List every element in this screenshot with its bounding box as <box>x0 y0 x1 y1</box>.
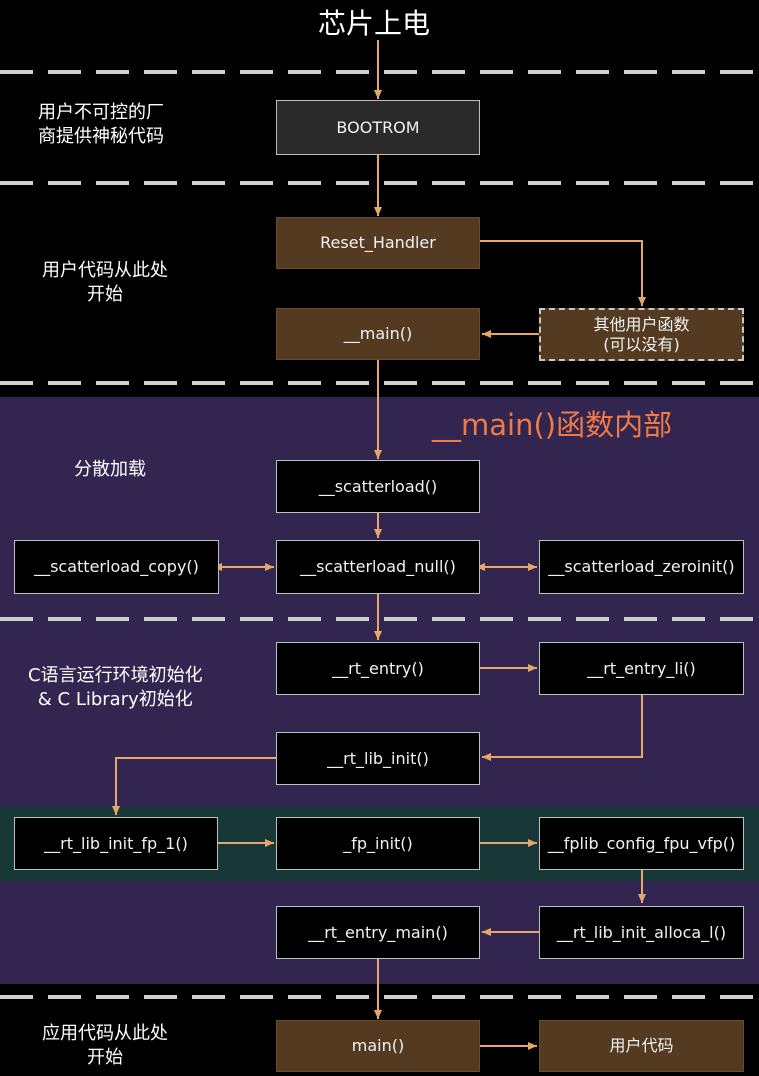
arrow-li-to-lib-init <box>482 694 643 761</box>
separator-4 <box>0 617 759 621</box>
rt-entry-main-box: __rt_entry_main() <box>276 906 480 959</box>
bootrom-box: BOOTROM <box>276 100 480 155</box>
user-code-box: 用户代码 <box>539 1020 744 1072</box>
rt-entry-box: __rt_entry() <box>276 642 480 695</box>
main-section-title: __main()函数内部 <box>432 408 673 442</box>
main-app-box: main() <box>276 1020 480 1072</box>
scatterload-zeroinit-box: __scatterload_zeroinit() <box>539 540 744 594</box>
separator-1 <box>0 70 759 74</box>
separator-5 <box>0 995 759 999</box>
rt-lib-init-fp-1-box: __rt_lib_init_fp_1() <box>14 817 218 870</box>
main-internal-box: __main() <box>276 308 480 360</box>
diagram-title: 芯片上电 <box>318 7 431 40</box>
arrow-lib-init-to-fp1 <box>112 757 276 815</box>
rt-lib-init-alloca-l-box: __rt_lib_init_alloca_l() <box>539 906 744 959</box>
other-user-functions-box: 其他用户函数 (可以没有) <box>539 308 744 361</box>
scatterload-box: __scatterload() <box>276 460 480 513</box>
scatterload-copy-box: __scatterload_copy() <box>14 540 219 594</box>
section-label-bootrom: 用户不可控的厂 商提供神秘代码 <box>38 102 164 147</box>
arrow-reset-to-other <box>480 240 646 306</box>
scatterload-null-box: __scatterload_null() <box>276 540 480 594</box>
reset-handler-box: Reset_Handler <box>276 217 480 269</box>
section-label-user-start: 用户代码从此处 开始 <box>42 260 168 305</box>
fplib-config-fpu-vfp-box: __fplib_config_fpu_vfp() <box>539 817 744 870</box>
separator-3 <box>0 381 759 385</box>
rt-lib-init-box: __rt_lib_init() <box>276 732 480 785</box>
fp-init-box: _fp_init() <box>276 817 480 870</box>
section-label-app-start: 应用代码从此处 开始 <box>42 1023 168 1068</box>
section-label-c-runtime: C语言运行环境初始化 & C Library初始化 <box>28 665 203 710</box>
separator-2 <box>0 181 759 185</box>
section-label-scatter: 分散加载 <box>74 459 146 480</box>
rt-entry-li-box: __rt_entry_li() <box>539 642 744 695</box>
